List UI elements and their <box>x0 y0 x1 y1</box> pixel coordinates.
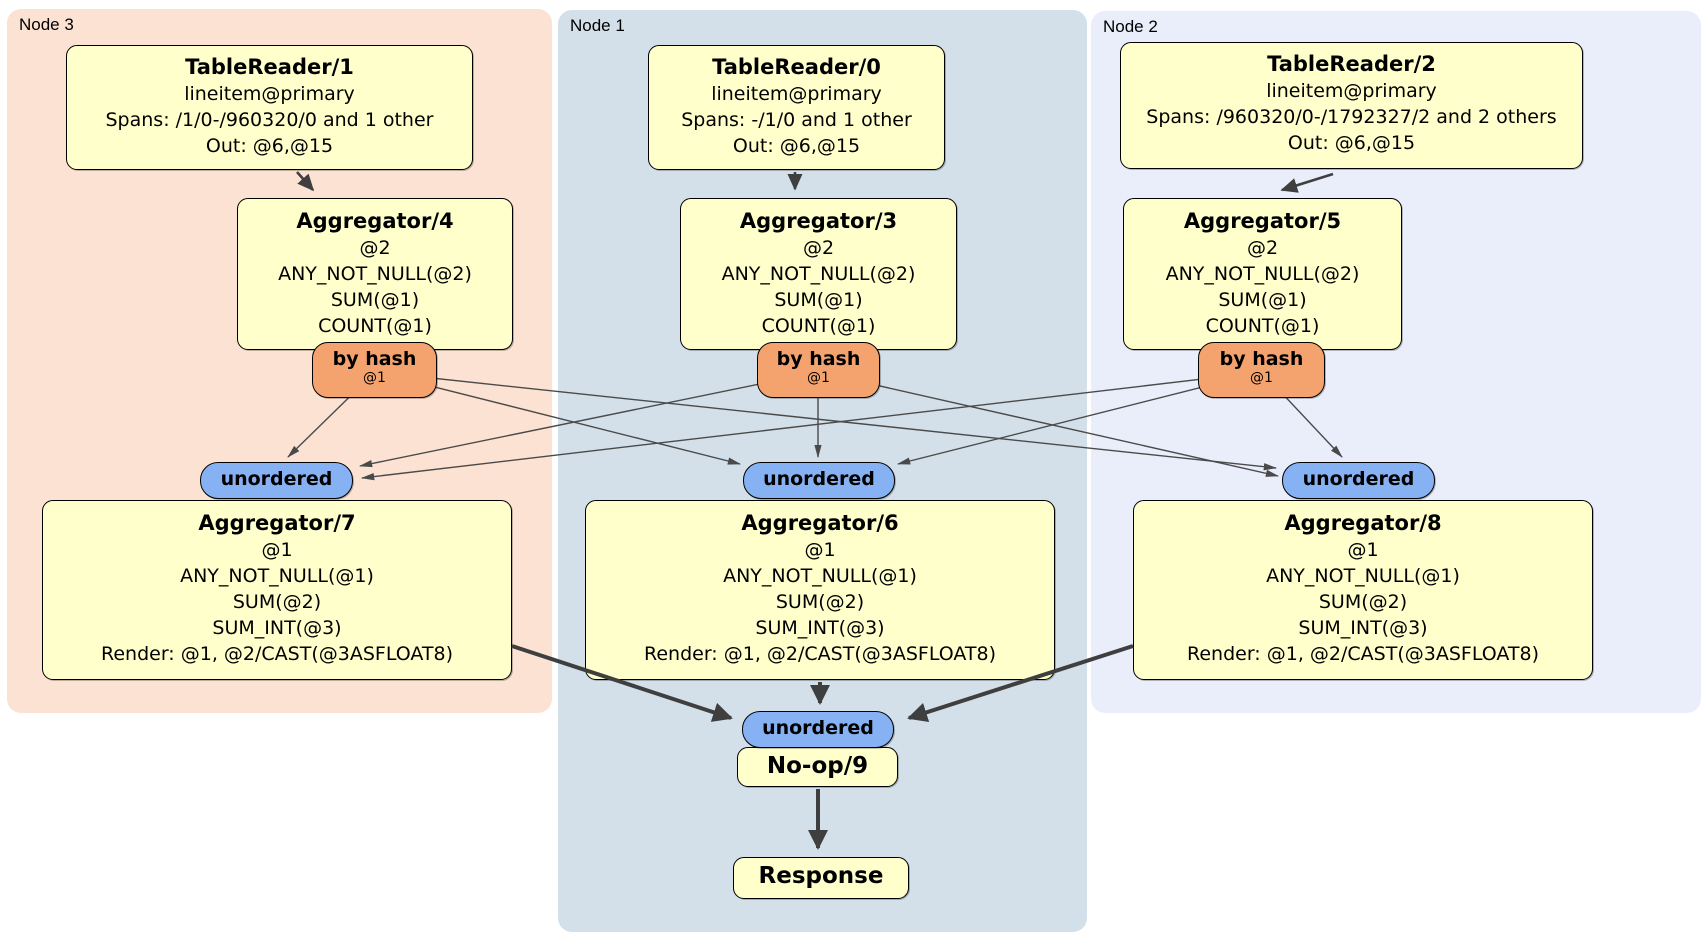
node-detail: ANY_NOT_NULL(@1) <box>723 565 917 587</box>
node-detail: SUM(@2) <box>232 591 322 613</box>
node-detail: SUM_INT(@3) <box>755 617 885 639</box>
router-label: by hash <box>776 348 861 370</box>
node-detail: SUM_INT(@3) <box>1298 617 1428 639</box>
node-detail: SUM_INT(@3) <box>212 617 342 639</box>
router-key: @1 <box>1250 370 1273 386</box>
region-label-node-1: Node 1 <box>570 16 625 35</box>
node-detail: @1 <box>1347 539 1379 561</box>
node-detail: Spans: /960320/0-/1792327/2 and 2 others <box>1146 106 1557 128</box>
region-label-node-3: Node 3 <box>19 15 74 34</box>
node-response: Response <box>733 857 909 899</box>
node-detail: Spans: /1/0-/960320/0 and 1 other <box>105 109 434 131</box>
node-aggregator-7: Aggregator/7 @1 ANY_NOT_NULL(@1) SUM(@2)… <box>42 500 512 680</box>
node-title: TableReader/2 <box>1267 52 1436 76</box>
node-title: Aggregator/7 <box>198 511 356 535</box>
node-title: Response <box>758 863 884 889</box>
router-label: by hash <box>332 348 417 370</box>
node-detail: ANY_NOT_NULL(@2) <box>1165 263 1360 285</box>
node-detail: Out: @6,@15 <box>205 135 334 157</box>
node-detail: ANY_NOT_NULL(@2) <box>721 263 916 285</box>
node-title: TableReader/0 <box>712 55 881 79</box>
node-title: Aggregator/5 <box>1183 209 1342 233</box>
node-title: Aggregator/4 <box>296 209 454 233</box>
router-pill-by-hash-4: by hash @1 <box>312 342 437 398</box>
node-title: Aggregator/3 <box>739 209 898 233</box>
node-detail: ANY_NOT_NULL(@2) <box>278 263 472 285</box>
node-detail: SUM(@2) <box>1318 591 1408 613</box>
stream-pill-unordered-8: unordered <box>1282 462 1435 499</box>
node-detail: ANY_NOT_NULL(@1) <box>1266 565 1460 587</box>
router-key: @1 <box>363 370 386 386</box>
stream-pill-unordered-9: unordered <box>742 711 894 748</box>
node-detail: lineitem@primary <box>1266 80 1437 102</box>
node-detail: Spans: -/1/0 and 1 other <box>681 109 912 131</box>
node-detail: COUNT(@1) <box>1205 315 1320 337</box>
node-detail: @2 <box>802 237 835 259</box>
router-pill-by-hash-3: by hash @1 <box>757 342 880 398</box>
stream-pill-unordered-6: unordered <box>743 462 895 499</box>
node-aggregator-5: Aggregator/5 @2 ANY_NOT_NULL(@2) SUM(@1)… <box>1123 198 1402 350</box>
node-aggregator-3: Aggregator/3 @2 ANY_NOT_NULL(@2) SUM(@1)… <box>680 198 957 350</box>
node-detail: Render: @1, @2/CAST(@3ASFLOAT8) <box>644 643 996 665</box>
node-detail: SUM(@2) <box>775 591 865 613</box>
stream-pill-unordered-7: unordered <box>200 462 353 499</box>
router-pill-by-hash-5: by hash @1 <box>1198 342 1325 398</box>
node-title: TableReader/1 <box>185 55 354 79</box>
node-detail: ANY_NOT_NULL(@1) <box>180 565 374 587</box>
node-detail: COUNT(@1) <box>761 315 876 337</box>
node-aggregator-8: Aggregator/8 @1 ANY_NOT_NULL(@1) SUM(@2)… <box>1133 500 1593 680</box>
router-label: by hash <box>1219 348 1304 370</box>
node-detail: lineitem@primary <box>711 83 882 105</box>
node-detail: @2 <box>1246 237 1279 259</box>
node-title: Aggregator/6 <box>741 511 899 535</box>
node-detail: Out: @6,@15 <box>1287 132 1416 154</box>
node-aggregator-4: Aggregator/4 @2 ANY_NOT_NULL(@2) SUM(@1)… <box>237 198 513 350</box>
node-tablereader-2: TableReader/2 lineitem@primary Spans: /9… <box>1120 42 1583 169</box>
stream-label: unordered <box>763 468 875 490</box>
node-title: No-op/9 <box>766 753 869 779</box>
node-detail: Render: @1, @2/CAST(@3ASFLOAT8) <box>1187 643 1539 665</box>
node-detail: SUM(@1) <box>1218 289 1307 311</box>
router-key: @1 <box>807 370 830 386</box>
node-title: Aggregator/8 <box>1284 511 1442 535</box>
node-noop-9: No-op/9 <box>737 747 898 787</box>
stream-label: unordered <box>762 717 874 739</box>
node-detail: SUM(@1) <box>774 289 863 311</box>
node-tablereader-1: TableReader/1 lineitem@primary Spans: /1… <box>66 45 473 170</box>
node-detail: @2 <box>359 237 391 259</box>
node-detail: lineitem@primary <box>184 83 355 105</box>
stream-label: unordered <box>1302 468 1415 490</box>
node-detail: @1 <box>804 539 836 561</box>
node-detail: @1 <box>261 539 293 561</box>
node-detail: Out: @6,@15 <box>732 135 861 157</box>
region-label-node-2: Node 2 <box>1103 17 1158 36</box>
stream-label: unordered <box>220 468 333 490</box>
node-tablereader-0: TableReader/0 lineitem@primary Spans: -/… <box>648 45 945 170</box>
node-detail: SUM(@1) <box>330 289 420 311</box>
node-detail: Render: @1, @2/CAST(@3ASFLOAT8) <box>101 643 453 665</box>
node-detail: COUNT(@1) <box>318 315 432 337</box>
node-aggregator-6: Aggregator/6 @1 ANY_NOT_NULL(@1) SUM(@2)… <box>585 500 1055 680</box>
